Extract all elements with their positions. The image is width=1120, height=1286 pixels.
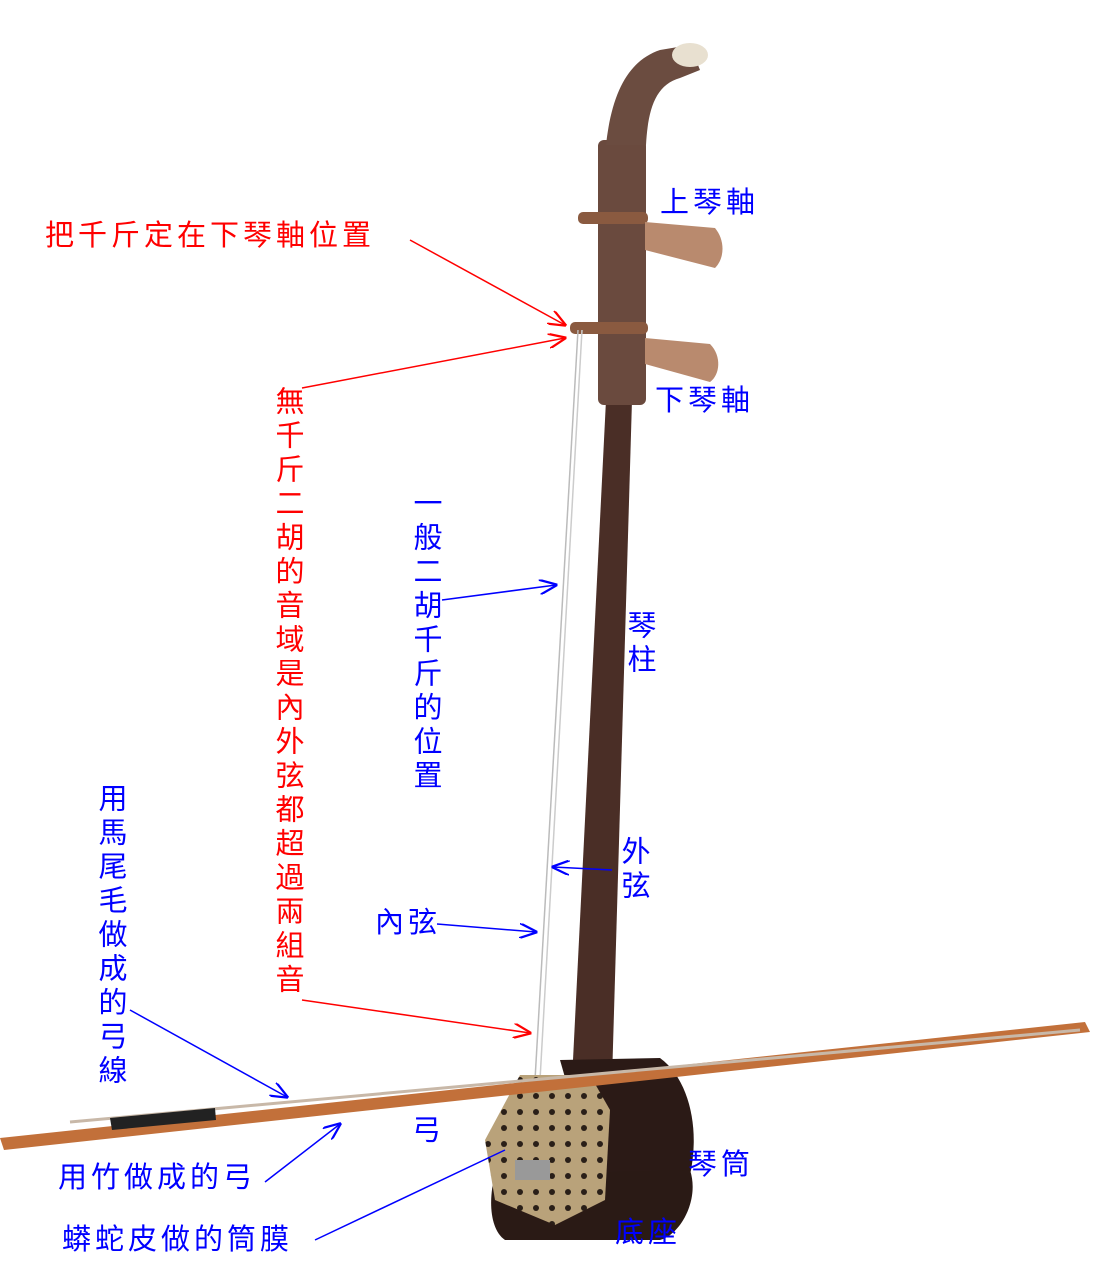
label-base: 底座 xyxy=(615,1215,682,1249)
arrow-range-top xyxy=(301,338,565,389)
line-snakeskin xyxy=(314,1149,506,1241)
label-bow-hair: 用馬尾毛做成的弓線 xyxy=(94,783,128,1089)
label-bamboo-bow: 用竹做成的弓 xyxy=(58,1160,257,1194)
arrow-qianjin xyxy=(409,239,565,325)
label-bow: 弓 xyxy=(412,1113,446,1147)
neck-icon xyxy=(572,43,708,1080)
qianjin-note: 把千斤定在下琴軸位置 xyxy=(45,218,376,252)
arrow-bow-hair xyxy=(129,1009,287,1097)
label-lower-peg: 下琴軸 xyxy=(655,383,755,417)
label-inner-string: 內弦 xyxy=(375,905,442,939)
label-qianjin-position: 一般二胡千斤的位置 xyxy=(409,488,443,794)
label-upper-peg: 上琴軸 xyxy=(660,185,760,219)
lower-peg-icon xyxy=(570,322,719,382)
outer-string-icon xyxy=(539,329,583,1081)
inner-string-icon xyxy=(534,329,579,1081)
arrow-outer-string xyxy=(553,867,613,870)
arrow-range-bottom xyxy=(301,999,530,1033)
label-resonator: 琴筒 xyxy=(688,1147,755,1181)
upper-peg-icon xyxy=(578,212,723,268)
label-snakeskin: 蟒蛇皮做的筒膜 xyxy=(62,1222,294,1256)
arrow-qianjin-position xyxy=(441,585,556,601)
arrow-inner-string xyxy=(436,924,536,932)
bow-icon xyxy=(0,1022,1090,1150)
label-no-qianjin: 無千斤二胡的音域是內外弦都超過兩組音 xyxy=(271,386,305,998)
label-neck: 琴柱 xyxy=(623,610,657,678)
label-outer-string: 外弦 xyxy=(617,836,651,904)
arrow-bamboo-bow xyxy=(264,1124,340,1183)
resonator-icon xyxy=(485,1058,694,1240)
